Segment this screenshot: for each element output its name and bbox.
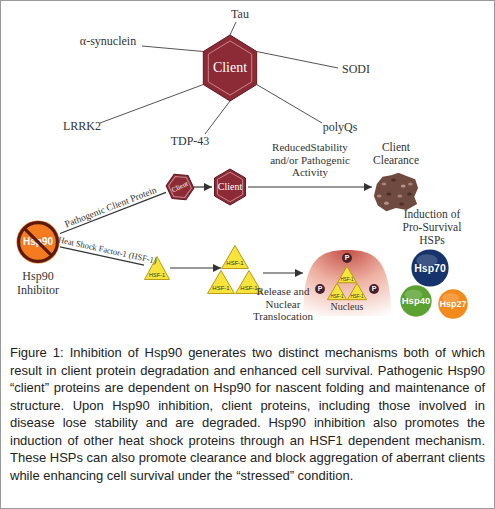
connector	[60, 192, 166, 233]
node-text: P	[315, 284, 325, 294]
debris-shape	[372, 172, 420, 212]
hsf1-triangle: HSF-1	[337, 266, 357, 283]
edge-label: Pathogenic Client Protein	[63, 185, 158, 230]
phosphate-dot: P	[369, 284, 379, 294]
inhibitor-symbol	[16, 220, 60, 264]
figure-caption: Figure 1: Inhibition of Hsp90 generates …	[10, 344, 485, 484]
connector	[248, 186, 372, 187]
debris-fill	[374, 173, 418, 211]
hsp90-inhibitor-circle: Hsp90Hsp90 Inhibitor	[16, 220, 60, 264]
node-text: Client Clearance	[361, 141, 431, 167]
circle-fill	[400, 285, 431, 316]
node-text: P	[369, 284, 379, 294]
debris-speck	[391, 178, 396, 181]
connector	[263, 272, 303, 273]
node-text: HSF-1	[209, 260, 261, 267]
client-spoke	[257, 85, 322, 124]
edge-label: ReducedStability and/or Pathogenic Activ…	[260, 141, 360, 179]
debris-speck	[386, 192, 391, 195]
node-text: HSF-1	[335, 294, 379, 299]
node-text: HSF-1	[325, 277, 369, 282]
hsp-circle: Hsp27	[438, 289, 468, 319]
connector	[194, 186, 212, 187]
node-text: Hsp70	[411, 249, 449, 287]
node-text: Client	[212, 169, 248, 205]
client-spoke	[257, 52, 338, 69]
debris-speck	[384, 202, 389, 205]
debris-speck	[407, 192, 412, 195]
free-label: α-synuclein	[63, 35, 153, 49]
circle-fill	[342, 253, 352, 263]
client-hexagon: Client	[212, 169, 248, 205]
circle-fill	[369, 284, 379, 294]
client-spoke	[100, 85, 203, 124]
edge-label: Heat Shock Factor-1 (HSF-1)	[57, 235, 157, 266]
phosphate-dot: P	[315, 284, 325, 294]
node-text: Client	[199, 35, 261, 101]
node-text: P	[342, 253, 352, 263]
inhibitor-slash	[24, 228, 51, 255]
node-heading: Hsp90 Inhibitor	[8, 270, 68, 298]
node-text: Hsp40	[400, 285, 432, 317]
circle-fill	[438, 289, 467, 318]
free-label: SODI	[331, 63, 381, 77]
hsf1-triangle: HSF-1	[347, 283, 367, 300]
node-text: Nucleus	[291, 301, 403, 313]
node-text: HSF-1	[132, 272, 182, 278]
client-hexagon-tilted: Client	[166, 173, 194, 201]
circle-fill	[411, 249, 448, 286]
edge-label: Release and Nuclear Translocation	[243, 285, 323, 323]
inhibitor-ring	[19, 223, 58, 262]
nucleus-dome: NucleusHSF-1HSF-1HSF-1PPP	[303, 250, 391, 316]
circle-fill	[16, 220, 59, 263]
free-label: Tau	[220, 8, 260, 22]
debris-speck	[382, 182, 387, 185]
hsp-circle: Hsp70	[411, 249, 449, 287]
connector	[170, 267, 221, 268]
circle-fill	[315, 284, 325, 294]
debris-speck	[377, 194, 382, 197]
debris-speck	[399, 202, 404, 205]
phosphate-dot: P	[342, 253, 352, 263]
free-label: TDP-43	[160, 135, 220, 149]
free-label: LRRK2	[52, 120, 112, 134]
hsf1-triangle: HSF-1	[327, 283, 347, 300]
hsp-circle: Hsp40	[400, 285, 432, 317]
debris-speck	[401, 184, 406, 187]
client-spoke	[230, 22, 236, 35]
debris-speck	[408, 182, 413, 185]
client-spoke	[142, 46, 203, 52]
free-label: polyQs	[310, 121, 370, 135]
debris-speck	[397, 194, 402, 197]
node-text: Client	[161, 168, 198, 205]
hsf1-triangle: HSF-1	[207, 270, 235, 294]
client-spoke	[205, 101, 230, 134]
client-hexagon: Client	[199, 35, 261, 101]
node-text: Hsp27	[438, 289, 468, 319]
hsf1-triangle: HSF-1	[221, 245, 249, 269]
client-debris: Client Clearance	[372, 172, 420, 212]
free-label: Induction of Pro-Survival HSPs	[393, 208, 471, 248]
